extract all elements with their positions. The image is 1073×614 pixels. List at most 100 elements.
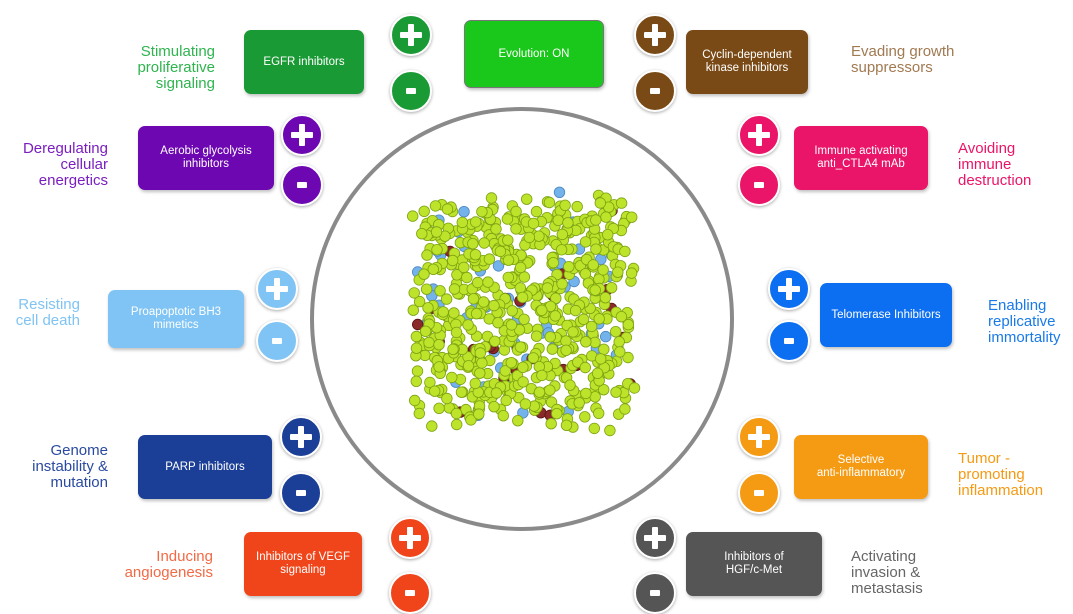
- healthy-cell: [549, 310, 562, 322]
- healthy-cell: [591, 367, 604, 380]
- decrease-button-growth-suppressors[interactable]: [634, 70, 676, 112]
- healthy-cell: [551, 408, 563, 420]
- healthy-cell: [446, 371, 458, 384]
- healthy-cell: [494, 245, 507, 258]
- increase-button-energetics[interactable]: [281, 114, 323, 156]
- healthy-cell: [477, 296, 490, 308]
- healthy-cell: [597, 264, 609, 276]
- drug-button-genome[interactable]: PARP inhibitors: [138, 435, 272, 499]
- drug-button-inflammation[interactable]: Selective anti-inflammatory: [794, 435, 928, 499]
- healthy-cell: [450, 418, 463, 431]
- healthy-cell: [490, 387, 503, 399]
- healthy-cell: [456, 216, 469, 229]
- healthy-cell: [628, 382, 641, 394]
- hallmark-label-inflammation: Tumor - promoting inflammation: [958, 450, 1044, 499]
- evolution-toggle-button[interactable]: Evolution: ON: [464, 20, 604, 88]
- drug-button-immortality[interactable]: Telomerase Inhibitors: [820, 283, 952, 347]
- healthy-cell: [441, 392, 453, 405]
- plus-icon: [397, 525, 423, 551]
- healthy-cell: [567, 326, 579, 338]
- healthy-cell: [602, 228, 614, 241]
- increase-button-immune[interactable]: [738, 114, 780, 156]
- healthy-cell: [589, 284, 601, 296]
- decrease-button-immortality[interactable]: [768, 320, 810, 362]
- healthy-cell: [533, 386, 546, 398]
- healthy-cell: [433, 361, 445, 373]
- healthy-cell: [488, 401, 500, 413]
- hallmark-label-growth-suppressors: Evading growth suppressors: [851, 43, 955, 76]
- healthy-cell: [416, 227, 428, 240]
- healthy-cell: [467, 293, 480, 305]
- healthy-cell: [483, 253, 496, 265]
- healthy-cell: [588, 422, 601, 435]
- increase-button-immortality[interactable]: [768, 268, 810, 310]
- hallmark-label-proliferative: Stimulating proliferative signaling: [137, 43, 215, 92]
- healthy-cell: [625, 267, 638, 279]
- healthy-cell: [545, 418, 557, 430]
- healthy-cell: [421, 249, 433, 261]
- healthy-cell: [593, 407, 605, 420]
- increase-button-proliferative[interactable]: [390, 14, 432, 56]
- increase-button-genome[interactable]: [280, 416, 322, 458]
- healthy-cell: [413, 407, 426, 420]
- healthy-cell: [543, 196, 556, 209]
- increase-button-growth-suppressors[interactable]: [634, 14, 676, 56]
- healthy-cell: [418, 205, 430, 218]
- healthy-cell: [600, 211, 612, 223]
- healthy-cell: [527, 217, 540, 230]
- decrease-button-inflammation[interactable]: [738, 472, 780, 514]
- healthy-cell: [562, 217, 574, 229]
- decrease-button-cell-death[interactable]: [256, 320, 298, 362]
- healthy-cell: [514, 341, 527, 353]
- healthy-cell: [612, 266, 624, 278]
- healthy-cell: [426, 420, 438, 432]
- healthy-cell: [505, 356, 518, 369]
- healthy-cell: [408, 394, 421, 407]
- healthy-cell: [604, 424, 616, 437]
- healthy-cell: [410, 342, 423, 354]
- healthy-cell: [527, 352, 540, 364]
- healthy-cell: [440, 293, 453, 305]
- healthy-cell: [423, 336, 435, 349]
- drug-button-energetics[interactable]: Aerobic glycolysis inhibitors: [138, 126, 274, 190]
- increase-button-cell-death[interactable]: [256, 268, 298, 310]
- decrease-button-invasion[interactable]: [634, 572, 676, 614]
- healthy-cell: [418, 268, 430, 280]
- increase-button-angiogenesis[interactable]: [389, 517, 431, 559]
- healthy-cell: [615, 310, 628, 323]
- healthy-cell: [579, 361, 592, 374]
- healthy-cell: [470, 307, 483, 320]
- healthy-cell: [556, 228, 569, 241]
- healthy-cell: [478, 237, 490, 249]
- healthy-cell: [492, 316, 504, 329]
- healthy-cell: [613, 336, 625, 348]
- healthy-cell: [559, 199, 571, 212]
- increase-button-invasion[interactable]: [634, 517, 676, 559]
- decrease-button-angiogenesis[interactable]: [389, 572, 431, 614]
- increase-button-inflammation[interactable]: [738, 416, 780, 458]
- healthy-cell: [599, 291, 612, 304]
- healthy-cell: [530, 330, 543, 342]
- healthy-cell: [448, 283, 461, 295]
- drug-button-angiogenesis[interactable]: Inhibitors of VEGF signaling: [244, 532, 362, 596]
- healthy-cell: [476, 205, 488, 218]
- decrease-button-genome[interactable]: [280, 472, 322, 514]
- healthy-cell: [536, 304, 548, 317]
- healthy-cell: [450, 326, 463, 339]
- decrease-button-immune[interactable]: [738, 164, 780, 206]
- healthy-cell: [489, 335, 501, 348]
- drug-button-immune[interactable]: Immune activating anti_CTLA4 mAb: [794, 126, 928, 190]
- healthy-cell: [485, 192, 498, 204]
- healthy-cell: [448, 307, 460, 319]
- healthy-cell: [619, 245, 631, 258]
- drug-button-proliferative[interactable]: EGFR inhibitors: [244, 30, 364, 94]
- drug-button-growth-suppressors[interactable]: Cyclin-dependent kinase inhibitors: [686, 30, 808, 94]
- drug-button-cell-death[interactable]: Proapoptotic BH3 mimetics: [108, 290, 244, 348]
- healthy-cell: [598, 384, 610, 396]
- healthy-cell: [431, 243, 443, 256]
- decrease-button-proliferative[interactable]: [390, 70, 432, 112]
- decrease-button-energetics[interactable]: [281, 164, 323, 206]
- healthy-cell: [595, 353, 607, 365]
- healthy-cell: [497, 410, 510, 422]
- drug-button-invasion[interactable]: Inhibitors of HGF/c-Met: [686, 532, 822, 596]
